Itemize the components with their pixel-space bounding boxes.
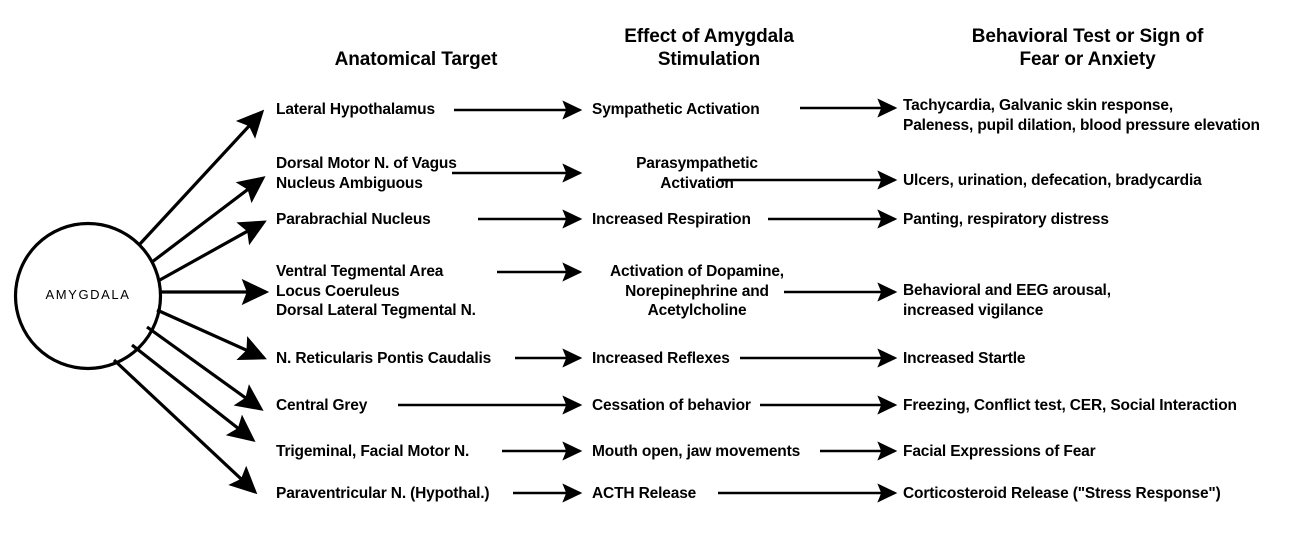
fanout-arrow-5 (156, 308, 267, 361)
fanout-arrow-6 (146, 325, 264, 411)
effect-2: Parasympathetic Activation (636, 155, 758, 192)
anatomical-target-2: Dorsal Motor N. of Vagus Nucleus Ambiguo… (276, 155, 457, 192)
behavior-8: Corticosteroid Release ("Stress Response… (903, 485, 1221, 502)
effect-3: Increased Respiration (592, 211, 751, 228)
anatomical-target-6: Central Grey (276, 397, 368, 414)
effect-4: Activation of Dopamine, Norepinephrine a… (610, 263, 784, 319)
amygdala-node-label: AMYGDALA (45, 287, 131, 302)
effect-1: Sympathetic Activation (592, 101, 760, 118)
fanout-arrow-2 (151, 176, 266, 264)
effect-5: Increased Reflexes (592, 350, 730, 367)
fanout-arrow-8 (112, 358, 258, 495)
target-to-effect-arrows (398, 100, 583, 503)
effect-7: Mouth open, jaw movements (592, 443, 801, 460)
amygdala-node-circle (13, 221, 163, 371)
effect-8: ACTH Release (592, 485, 697, 502)
behavior-1: Tachycardia, Galvanic skin response, Pal… (903, 97, 1260, 134)
anatomical-target-3: Parabrachial Nucleus (276, 211, 431, 228)
anatomical-target-1: Lateral Hypothalamus (276, 101, 435, 118)
behavior-4: Behavioral and EEG arousal, increased vi… (903, 282, 1111, 319)
fanout-arrow-3 (157, 220, 267, 283)
anatomical-target-4: Ventral Tegmental Area Locus Coeruleus D… (276, 263, 476, 319)
behavior-3: Panting, respiratory distress (903, 211, 1109, 228)
column-header-effect-of-amygdala-stimulation: Effect of Amygdala Stimulation (624, 26, 794, 70)
behavior-5: Increased Startle (903, 350, 1026, 367)
effect-6: Cessation of behavior (592, 397, 751, 414)
behavior-2: Ulcers, urination, defecation, bradycard… (903, 172, 1202, 189)
fanout-arrow-1 (137, 109, 265, 247)
amygdala-fanout-arrows (112, 109, 270, 495)
column-header-behavioral-test-or-sign: Behavioral Test or Sign of Fear or Anxie… (971, 26, 1204, 70)
behavior-7: Facial Expressions of Fear (903, 443, 1096, 460)
anatomical-target-8: Paraventricular N. (Hypothal.) (276, 485, 490, 502)
anatomical-target-5: N. Reticularis Pontis Caudalis (276, 350, 492, 367)
column-header-anatomical-target: Anatomical Target (334, 49, 498, 70)
effect-to-behavior-arrows (718, 98, 898, 503)
fanout-arrow-7 (131, 343, 256, 442)
anatomical-target-7: Trigeminal, Facial Motor N. (276, 443, 470, 460)
behavior-6: Freezing, Conflict test, CER, Social Int… (903, 397, 1237, 414)
